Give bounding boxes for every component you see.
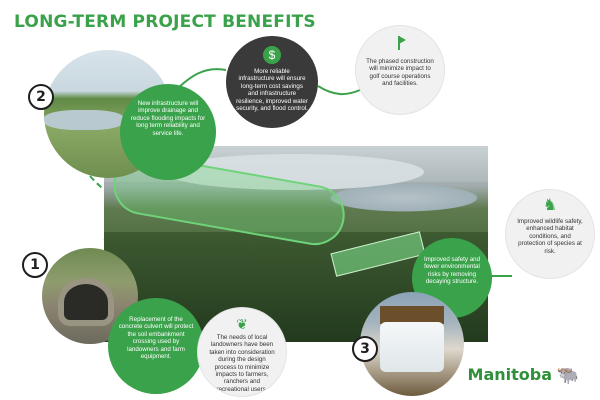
callout-golf: The phased construction will minimize im…	[356, 26, 444, 114]
step-number-3: 3	[352, 336, 378, 362]
lake	[164, 154, 424, 190]
decaying-structure	[380, 306, 444, 324]
photo-culvert	[42, 248, 138, 344]
callout-culvert-text: Replacement of the concrete culvert will…	[118, 316, 194, 361]
callout-drainage: New infrastructure will improve drainage…	[120, 84, 216, 180]
callout-wildlife: ♞ Improved wildlife safety, enhanced hab…	[506, 190, 594, 278]
callout-infrastructure: $ More reliable infrastructure will ensu…	[226, 36, 318, 128]
callout-drainage-text: New infrastructure will improve drainage…	[130, 100, 206, 137]
deer-icon: ♞	[542, 197, 558, 214]
callout-wildlife-text: Improved wildlife safety, enhanced habit…	[517, 218, 583, 255]
golf-flag-icon	[394, 36, 406, 52]
bison-icon: 🐃	[556, 365, 580, 385]
step-number-2: 2	[28, 84, 54, 110]
callout-landowners: ❦ The needs of local landowners have bee…	[198, 308, 286, 396]
culvert-opening	[64, 284, 108, 320]
callout-landowners-text: The needs of local landowners have been …	[209, 334, 275, 393]
callout-safety-text: Improved safety and fewer environmental …	[423, 256, 481, 286]
seedling-hand-icon: ❦	[236, 316, 248, 332]
ice-flow	[380, 322, 444, 372]
river	[44, 110, 124, 130]
callout-infrastructure-text: More reliable infrastructure will ensure…	[236, 68, 308, 113]
callout-golf-text: The phased construction will minimize im…	[366, 58, 434, 88]
page-title: LONG-TERM PROJECT BENEFITS	[14, 12, 316, 32]
callout-culvert: Replacement of the concrete culvert will…	[108, 298, 204, 394]
manitoba-logo-text: Manitoba	[467, 365, 552, 384]
money-icon: $	[263, 46, 281, 64]
step-number-1: 1	[22, 252, 48, 278]
